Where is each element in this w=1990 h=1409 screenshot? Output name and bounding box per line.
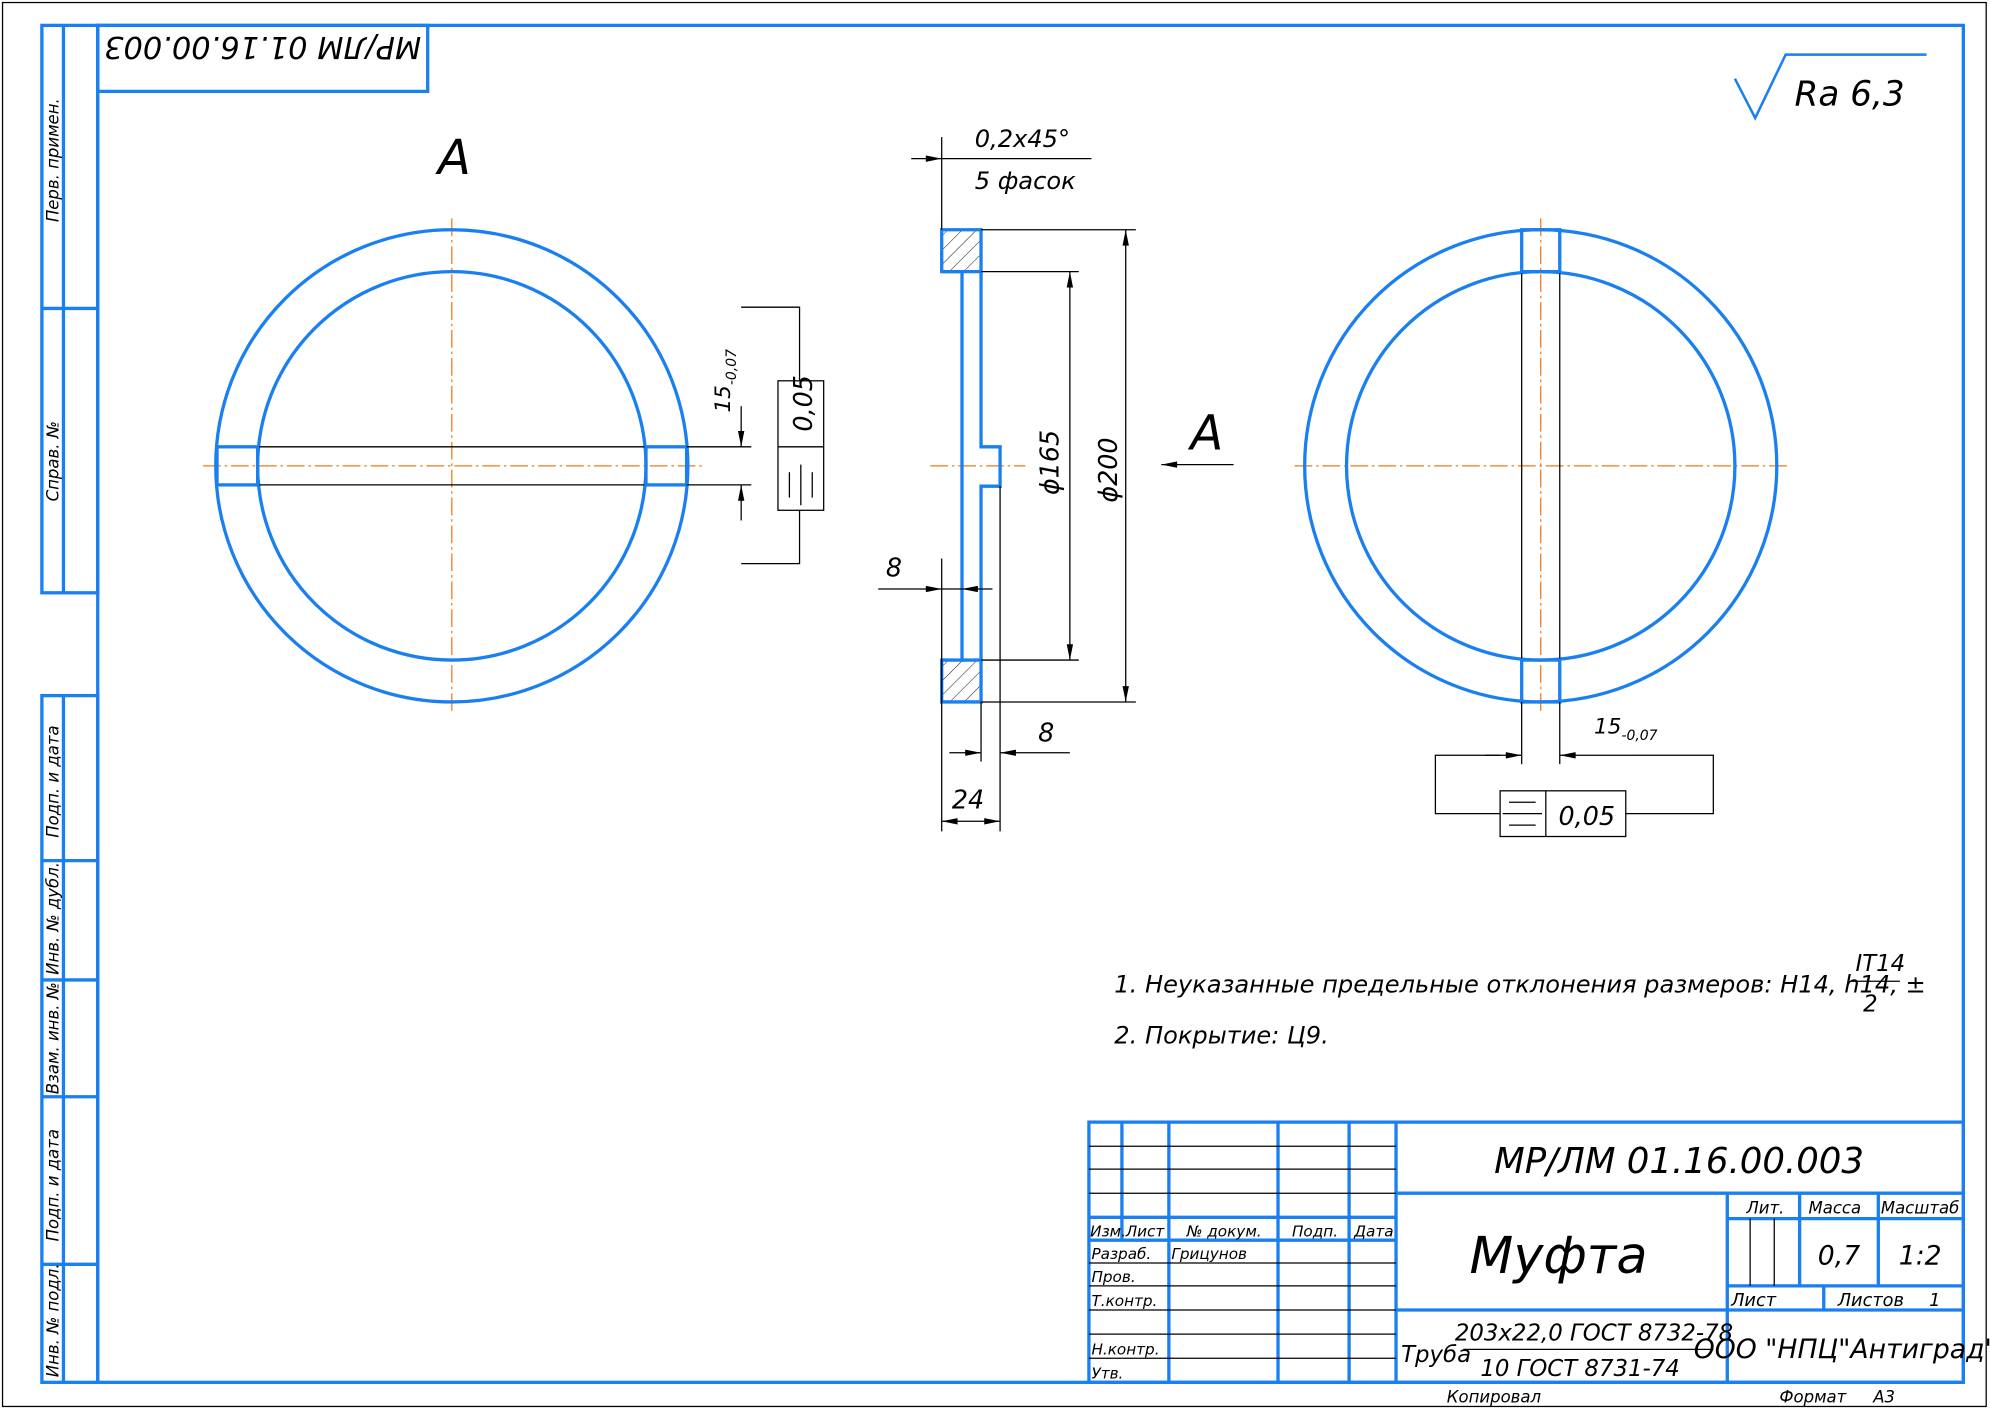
role-razrab: Разраб. xyxy=(1091,1245,1151,1263)
section-label-a: А xyxy=(1187,405,1223,461)
slot-dim-right: 15-0,07 xyxy=(1594,715,1658,744)
mirrored-designation: МР/ЛМ 01.16.00.003 xyxy=(104,29,421,64)
hdr-sign: Подп. xyxy=(1292,1222,1338,1240)
roughness-value: Ra 6,3 xyxy=(1795,74,1905,114)
chamfer-count: 5 фасок xyxy=(975,167,1076,195)
role-utv: Утв. xyxy=(1091,1365,1123,1383)
symmetry-tol-right: 0,05 xyxy=(1558,801,1614,831)
note-2: 2. Покрытие: Ц9. xyxy=(1114,1021,1328,1049)
stamp-perv-primen: Перв. примен. xyxy=(43,98,62,222)
dia-200: ϕ200 xyxy=(1093,437,1123,502)
material-prefix: Труба xyxy=(1401,1342,1471,1368)
stamp-vzam-inv: Взам. инв. № xyxy=(43,982,62,1094)
scale-label: Масштаб xyxy=(1881,1199,1959,1218)
material-bottom: 10 ГОСТ 8731-74 xyxy=(1480,1356,1679,1382)
role-tkontr: Т.контр. xyxy=(1091,1292,1157,1310)
side-stamp: Перв. примен. Справ. № Подп. и дата Инв.… xyxy=(40,23,100,1384)
hdr-doc: № докум. xyxy=(1186,1222,1262,1240)
scale-value: 1:2 xyxy=(1899,1240,1942,1271)
format-label: Формат xyxy=(1779,1388,1846,1407)
developer-name: Грицунов xyxy=(1171,1245,1247,1263)
mass-value: 0,7 xyxy=(1818,1240,1860,1271)
slot-dim-left: 15-0,07 xyxy=(711,349,740,413)
sheet-label: Лист xyxy=(1730,1291,1777,1311)
total-width-dim: 24 xyxy=(952,785,984,815)
title-block: Изм. Лист № докум. Подп. Дата Разраб. Гр… xyxy=(1087,1120,1990,1384)
tab-width-dim: 8 xyxy=(1038,717,1054,747)
sheets-label: Листов xyxy=(1837,1291,1904,1311)
stamp-inv-podl: Инв. № подл. xyxy=(43,1263,62,1377)
hdr-date: Дата xyxy=(1353,1222,1393,1240)
stamp-podp-data-2: Подп. и дата xyxy=(43,1129,62,1241)
chamfer-dim: 0,2x45° xyxy=(975,125,1070,153)
mass-label: Масса xyxy=(1809,1199,1862,1218)
roughness-symbol: Ra 6,3 xyxy=(1733,53,1927,121)
stamp-sprav: Справ. № xyxy=(43,421,62,501)
web-thickness-dim: 8 xyxy=(886,552,902,582)
note-1: 1. Неуказанные предельные отклонения раз… xyxy=(1114,971,1925,999)
note-1-numerator: IT14 xyxy=(1855,951,1905,977)
copied-label: Копировал xyxy=(1447,1388,1542,1407)
role-prov: Пров. xyxy=(1091,1268,1135,1286)
stamp-podp-data-1: Подп. и дата xyxy=(43,725,62,837)
mirrored-designation-box xyxy=(96,23,430,94)
sheets-value: 1 xyxy=(1929,1291,1940,1311)
stamp-inv-dubl: Инв. № дубл. xyxy=(43,862,62,975)
lit-label: Лит. xyxy=(1745,1199,1784,1218)
part-name: Муфта xyxy=(1470,1226,1648,1285)
format-value: А3 xyxy=(1872,1388,1895,1407)
symmetry-tol-left: 0,05 xyxy=(788,375,818,432)
material-top: 203x22,0 ГОСТ 8732-78 xyxy=(1455,1320,1733,1346)
hdr-list: Лист xyxy=(1125,1222,1166,1240)
note-1-denominator: 2 xyxy=(1863,992,1878,1018)
role-nkontr: Н.контр. xyxy=(1091,1340,1159,1358)
section-view: 0,2x45° 5 фасок ϕ165 ϕ200 А 8 8 24 xyxy=(878,125,1234,832)
dia-165: ϕ165 xyxy=(1034,430,1064,495)
hdr-izm: Изм. xyxy=(1090,1222,1126,1240)
symmetry-icon-right xyxy=(1502,801,1542,826)
title-designation: МР/ЛМ 01.16.00.003 xyxy=(1494,1141,1864,1182)
organization: ООО "НПЦ"Антиград" xyxy=(1694,1334,1990,1365)
symmetry-icon-left xyxy=(788,464,813,506)
view-right: 15-0,07 0,05 xyxy=(1294,218,1790,838)
technical-notes: 1. Неуказанные предельные отклонения раз… xyxy=(1114,951,1925,1049)
view-a-left: А 15-0,07 0,05 xyxy=(203,130,825,714)
view-label-a: А xyxy=(435,130,471,186)
